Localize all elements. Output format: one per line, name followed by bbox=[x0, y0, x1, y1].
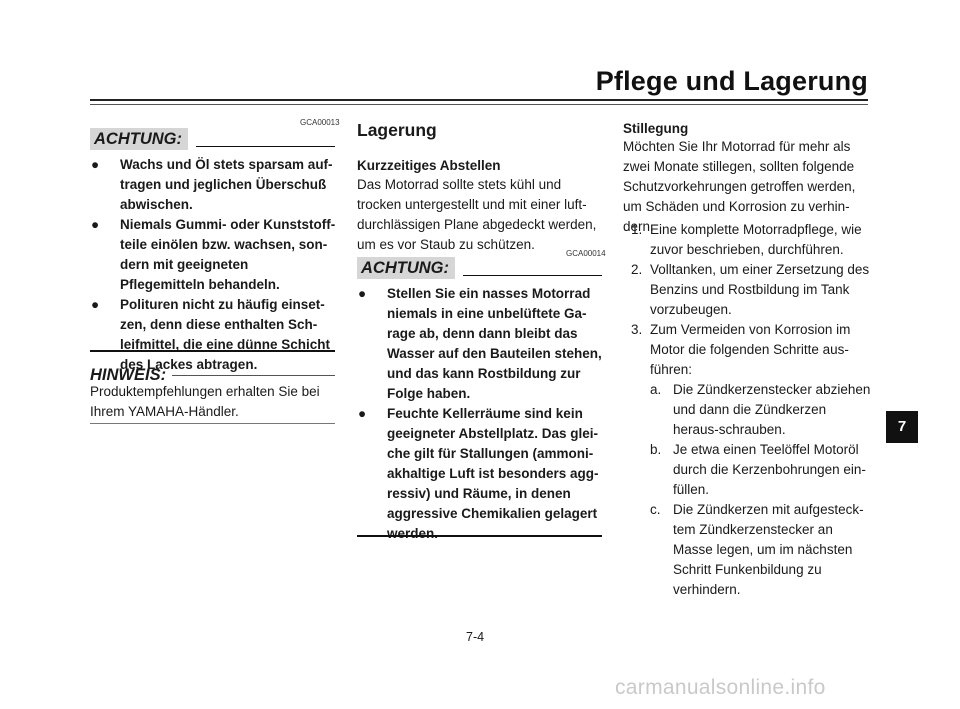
list-item: b.Je etwa einen Teelöffel Motoröl durch … bbox=[650, 442, 866, 497]
warning-label: ACHTUNG: bbox=[90, 128, 188, 150]
list-item: ●Polituren nicht zu häufig einset-zen, d… bbox=[91, 297, 331, 372]
step-number: 3. bbox=[631, 322, 643, 337]
bullet-icon: ● bbox=[358, 286, 367, 301]
header-rule bbox=[90, 99, 868, 101]
subsection-heading: Kurzzeitiges Abstellen bbox=[357, 158, 501, 173]
substep-letter: c. bbox=[650, 502, 661, 517]
substeps-list: a.Die Zündkerzenstecker abziehen und dan… bbox=[650, 380, 871, 600]
list-item: ●Feuchte Kellerräume sind kein geeignete… bbox=[358, 406, 599, 541]
section-heading: Lagerung bbox=[357, 120, 437, 140]
note-header-line bbox=[172, 375, 335, 376]
warning-code: GCA00013 bbox=[300, 118, 340, 127]
subsection-heading: Stillegung bbox=[623, 121, 689, 136]
note-label: HINWEIS: bbox=[90, 366, 167, 384]
warning-bottom-rule bbox=[90, 350, 335, 352]
warning-header: ACHTUNG: bbox=[357, 257, 602, 279]
list-item: ●Niemals Gummi- oder Kunststoff-teile ei… bbox=[91, 217, 336, 292]
substep-letter: b. bbox=[650, 442, 662, 457]
bullet-icon: ● bbox=[91, 297, 100, 312]
list-item: 1.Eine komplette Motorradpflege, wie zuv… bbox=[631, 222, 862, 257]
bullet-icon: ● bbox=[358, 406, 367, 421]
list-item: 2.Volltanken, um einer Zersetzung des Be… bbox=[631, 262, 870, 317]
substep-letter: a. bbox=[650, 382, 662, 397]
section-paragraph: Das Motorrad sollte stets kühl und trock… bbox=[357, 177, 597, 252]
warning-code: GCA00014 bbox=[566, 249, 606, 258]
warning-list: ●Stellen Sie ein nasses Motorrad niemals… bbox=[358, 284, 603, 544]
warning-label: ACHTUNG: bbox=[357, 257, 455, 279]
warning-header: ACHTUNG: bbox=[90, 128, 335, 150]
steps-list: 1.Eine komplette Motorradpflege, wie zuv… bbox=[623, 220, 871, 600]
list-item: c.Die Zündkerzen mit aufgesteck-tem Zünd… bbox=[650, 502, 864, 597]
list-item: ●Wachs und Öl stets sparsam auf-tragen u… bbox=[91, 157, 333, 212]
list-item: a.Die Zündkerzenstecker abziehen und dan… bbox=[650, 382, 871, 437]
note-text: Produktempfehlungen erhalten Sie bei Ihr… bbox=[90, 384, 320, 419]
warning-header-line bbox=[196, 146, 335, 147]
step-number: 2. bbox=[631, 262, 643, 277]
bullet-icon: ● bbox=[91, 157, 100, 172]
page-title: Pflege und Lagerung bbox=[595, 66, 868, 96]
chapter-tab: 7 bbox=[886, 411, 918, 443]
bullet-icon: ● bbox=[91, 217, 100, 232]
list-item: ●Stellen Sie ein nasses Motorrad niemals… bbox=[358, 286, 602, 401]
section-paragraph: Möchten Sie Ihr Motorrad für mehr als zw… bbox=[623, 139, 856, 234]
warning-bottom-rule bbox=[357, 535, 602, 537]
header-rule-thin bbox=[90, 104, 868, 105]
warning-header-line bbox=[463, 275, 602, 276]
step-number: 1. bbox=[631, 222, 643, 237]
note-bottom-rule bbox=[90, 423, 335, 424]
page-number: 7-4 bbox=[466, 630, 485, 644]
list-item: 3.Zum Vermeiden von Korrosion im Motor d… bbox=[623, 320, 871, 600]
note-header: HINWEIS: bbox=[90, 366, 335, 385]
watermark: carmanualsonline.info bbox=[615, 676, 826, 699]
warning-list: ●Wachs und Öl stets sparsam auf-tragen u… bbox=[91, 155, 336, 375]
